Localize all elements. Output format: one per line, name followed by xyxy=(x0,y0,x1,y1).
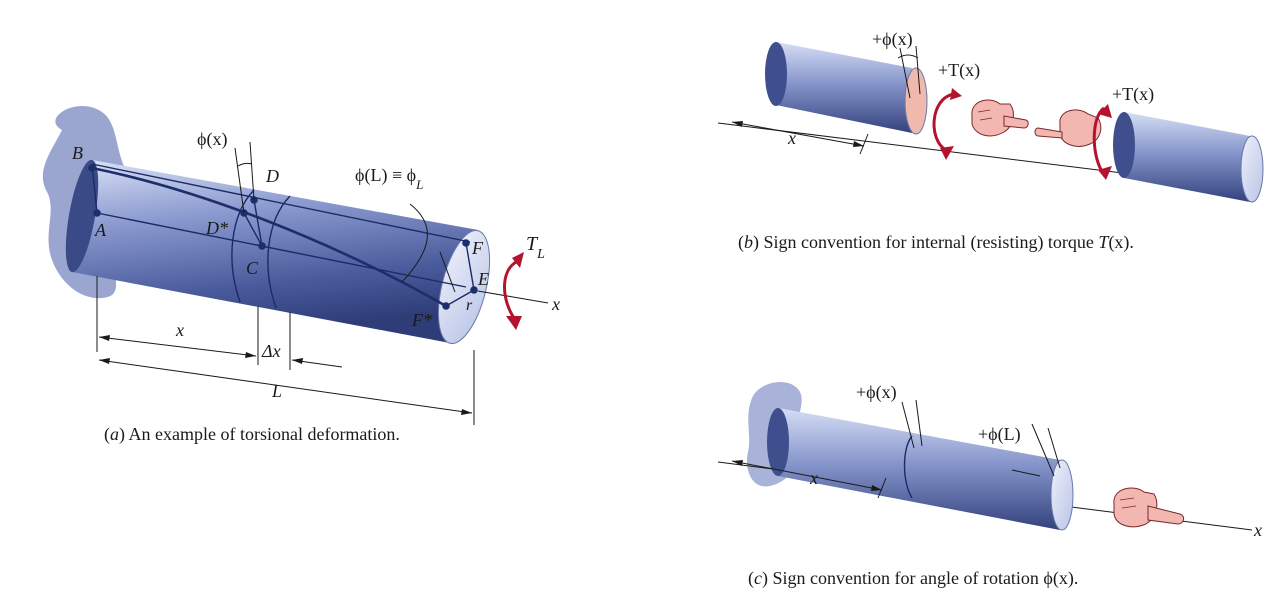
label-f-star: F* xyxy=(411,310,432,330)
label-r: r xyxy=(466,297,473,314)
right-hand-thumb-c-icon xyxy=(1113,487,1185,528)
right-hand-thumb-icon xyxy=(971,99,1029,137)
label-t-l: TL xyxy=(526,233,545,262)
shaft-b-right xyxy=(1124,112,1250,202)
label-x-dim-b: x xyxy=(787,128,796,148)
shaft-b-left-face xyxy=(904,67,928,135)
label-b: B xyxy=(72,143,83,163)
label-x-axis-a: x xyxy=(551,294,560,314)
caption-c: (c) Sign convention for angle of rotatio… xyxy=(748,568,1078,589)
label-phi-l: ϕ(L) ≡ ϕL xyxy=(355,165,423,192)
panel-b: x +ϕ(x) +T(x) +T(x) (b) Sign convention … xyxy=(717,29,1264,253)
label-phi-x-b: +ϕ(x) xyxy=(872,29,913,50)
torque-arrow-left-icon xyxy=(932,92,955,152)
label-x-axis-c: x xyxy=(1253,520,1262,540)
shaft-a-left-end xyxy=(65,159,99,273)
label-e: E xyxy=(477,269,489,289)
torque-arrow-right-icon xyxy=(1092,106,1106,175)
label-a: A xyxy=(94,220,107,240)
label-phi-x: ϕ(x) xyxy=(197,129,227,150)
caption-a: (a) An example of torsional deformation. xyxy=(104,424,400,445)
panel-a: B A D D* C ϕ(x) ϕ(L) ≡ ϕL F E F* r TL x … xyxy=(42,105,560,445)
label-l-dim: L xyxy=(271,381,282,401)
shaft-c-body xyxy=(778,408,1060,530)
label-d-star: D* xyxy=(205,218,228,238)
label-x-dim-c: x xyxy=(809,468,818,488)
right-hand-thumb-reversed-icon xyxy=(1034,109,1102,147)
shaft-b-left xyxy=(776,42,912,133)
caption-b: (b) Sign convention for internal (resist… xyxy=(738,232,1134,253)
label-phi-x-c: +ϕ(x) xyxy=(856,382,897,403)
torque-arrow-icon xyxy=(503,260,517,319)
label-phi-l-c: +ϕ(L) xyxy=(978,424,1021,445)
label-d: D xyxy=(265,166,279,186)
shaft-a-body xyxy=(72,160,478,343)
label-f: F xyxy=(471,238,484,258)
label-t-x-left: +T(x) xyxy=(938,60,980,81)
label-delta-x: Δx xyxy=(261,341,281,361)
label-c: C xyxy=(246,258,259,278)
label-t-x-right: +T(x) xyxy=(1112,84,1154,105)
label-x-dim-a: x xyxy=(175,320,184,340)
panel-c: x +ϕ(x) +ϕ(L) x (c) Sign convention for … xyxy=(717,381,1262,589)
